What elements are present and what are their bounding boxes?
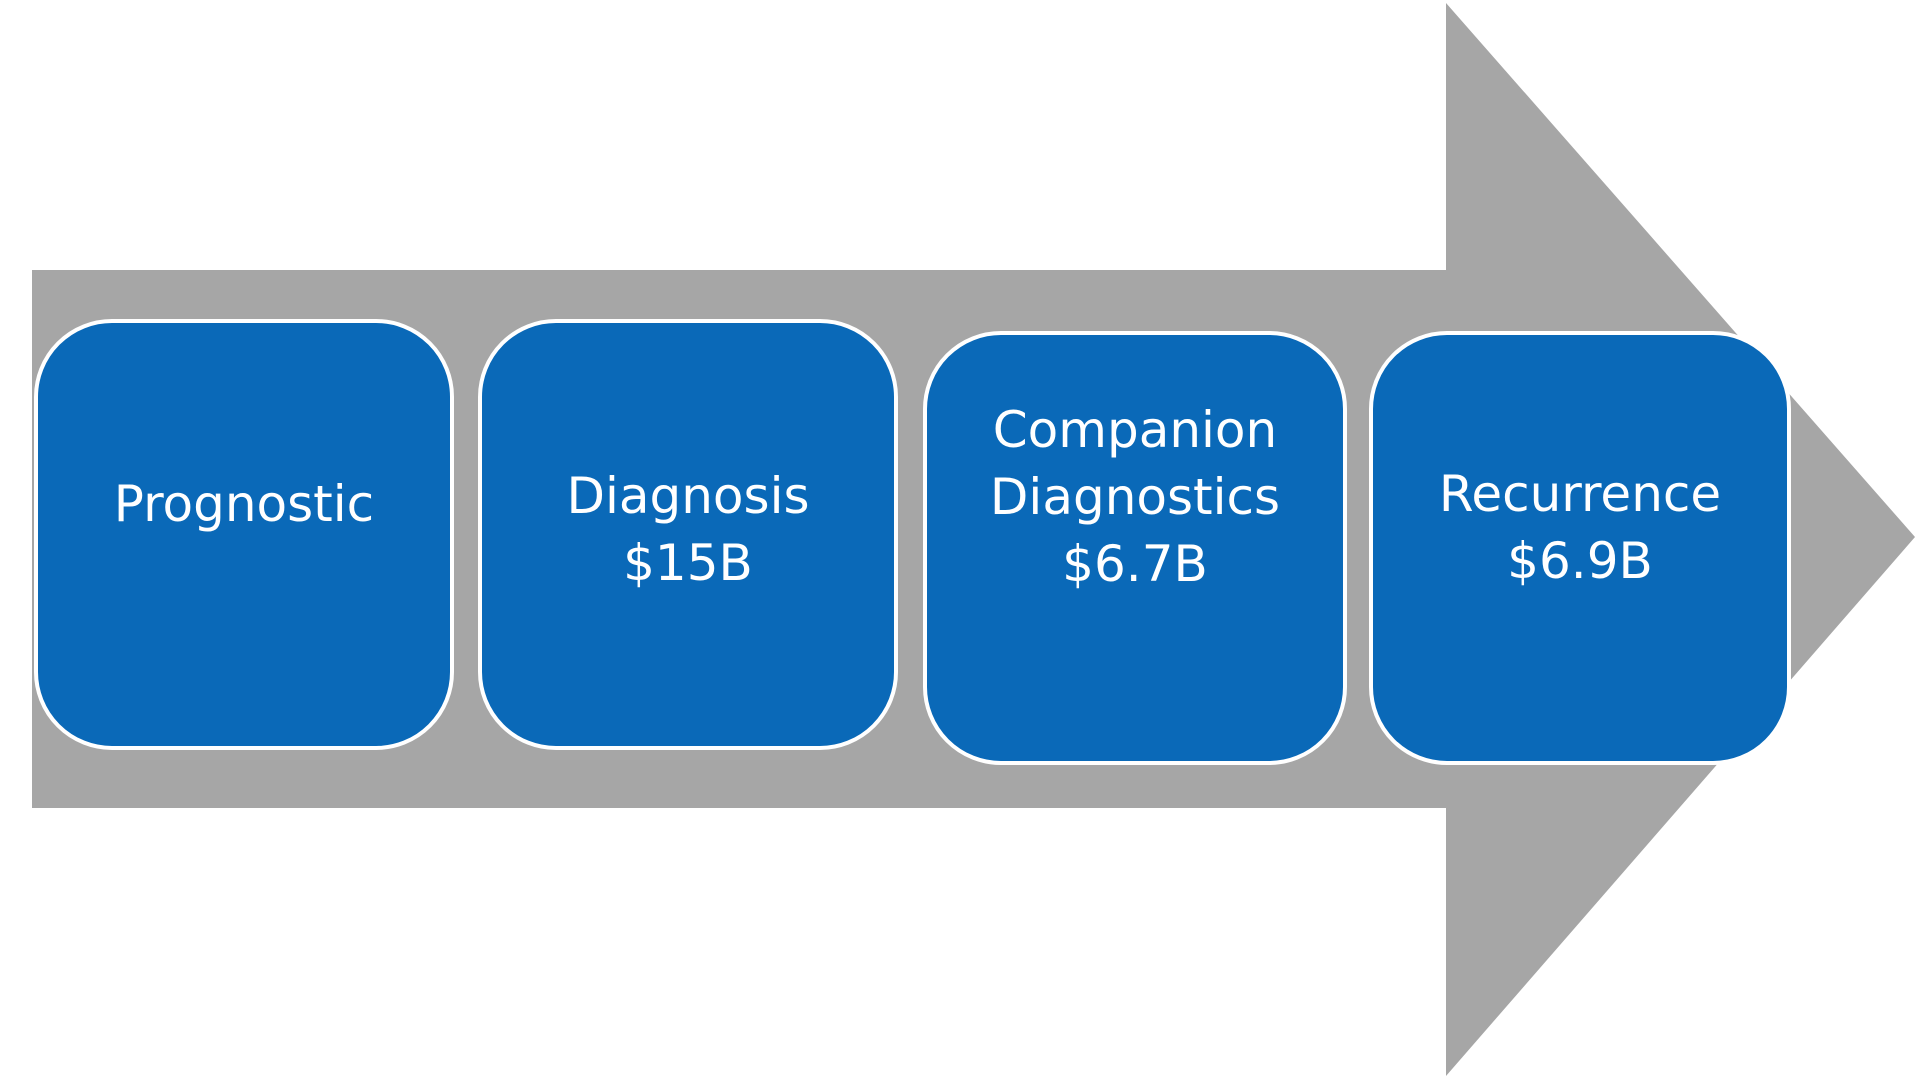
stage-label: Diagnosis — [566, 467, 810, 525]
stage-value: $6.7B — [1062, 535, 1208, 593]
stage-prognostic-box: Prognostic — [34, 319, 454, 750]
stage-diagnosis-box: Diagnosis $15B — [478, 319, 898, 750]
stage-label: Prognostic — [113, 475, 375, 533]
stage-value: $6.9B — [1507, 532, 1653, 590]
stage-recurrence-box: Recurrence $6.9B — [1369, 331, 1791, 765]
stage-companion-diagnostics-box: Companion Diagnostics $6.7B — [923, 331, 1347, 765]
stage-label: Recurrence — [1438, 465, 1722, 523]
stage-label-line-2: Diagnostics — [989, 468, 1281, 526]
stage-label-line-1: Companion — [992, 401, 1278, 459]
stage-value: $15B — [623, 534, 753, 592]
